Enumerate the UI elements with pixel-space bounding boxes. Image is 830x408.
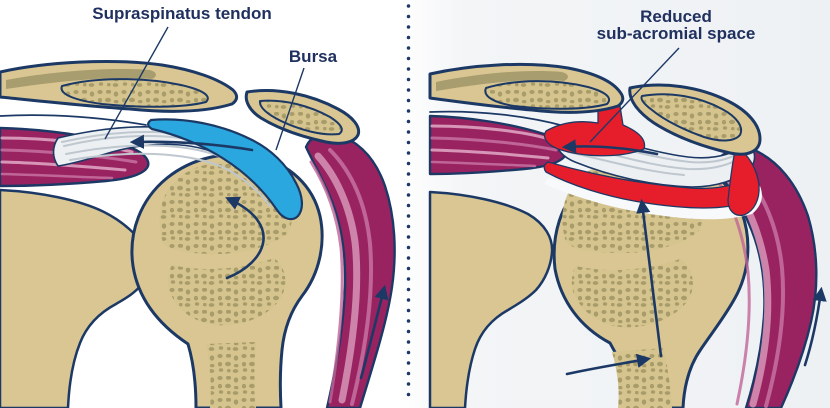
clavicle-trabecular-core: [60, 78, 209, 108]
bursa-shape: [147, 118, 303, 221]
panel-left-normal-shoulder: Supraspinatus tendon Bursa: [0, 4, 396, 408]
clavicle-trabecular-core: [484, 80, 611, 110]
supraspinatus-leader-line: [104, 26, 169, 140]
supraspinatus-fossa-line: [0, 114, 147, 126]
humerus-translation-arrow: [565, 353, 652, 376]
joint-space-sliver: [544, 178, 762, 220]
humeral-superior-migration-arrow: [636, 198, 663, 358]
acromion-trabecular-core: [258, 99, 343, 136]
deltoid-fiber-streaks: [309, 148, 374, 406]
label-supraspinatus-tendon: Supraspinatus tendon: [92, 4, 271, 23]
acromion-trabecular-core: [640, 93, 742, 142]
clavicle-shadow: [6, 69, 156, 89]
clavicle-shadow: [436, 71, 568, 91]
tendon-glide-arrow: [129, 134, 254, 152]
reduced-space-leader-line: [589, 47, 680, 143]
supraspinatus-fossa-line: [429, 110, 565, 127]
motion-arrows-right: [561, 139, 827, 376]
scapula-bone: [428, 190, 554, 408]
motion-arrows-left: [129, 134, 389, 380]
deltoid-lift-arrow: [359, 284, 389, 380]
label-reduced-line2: sub-acromial space: [597, 24, 756, 43]
bursa-leader-line: [275, 67, 305, 151]
label-reduced-line1: Reduced: [640, 7, 712, 26]
label-bursa: Bursa: [289, 47, 338, 66]
tendon-pinch-arrow: [561, 139, 659, 156]
supraspinatus-fiber-streaks: [430, 124, 558, 168]
inflamed-bursa-lateral: [727, 145, 760, 217]
deltoid-lift-arrow: [803, 286, 827, 367]
panel-right-impingement: Reduced sub-acromial space: [428, 7, 827, 408]
humeral-rotation-arrow: [225, 196, 265, 280]
